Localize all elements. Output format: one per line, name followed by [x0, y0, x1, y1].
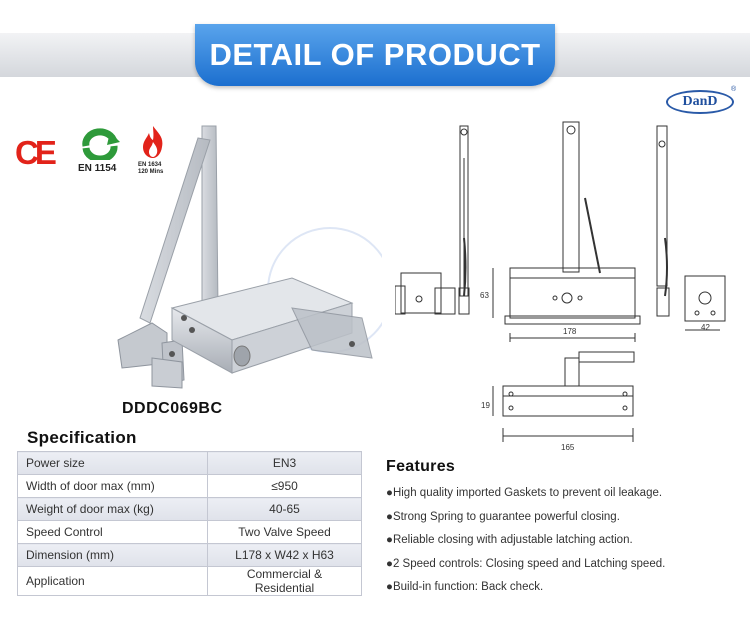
spec-label: Application: [17, 566, 208, 596]
dimension-top-width: 165: [561, 443, 575, 452]
dimension-top-depth: 19: [481, 401, 490, 410]
table-row: Weight of door max (kg) 40-65: [17, 497, 362, 521]
spec-value: Commercial & Residential: [207, 566, 362, 596]
en1634-line1: EN 1634: [138, 162, 162, 168]
en1634-label: EN 1634 120 Mins: [138, 162, 163, 176]
table-row: Application Commercial & Residential: [17, 566, 362, 596]
specification-table: Power size EN3 Width of door max (mm) ≤9…: [17, 451, 362, 596]
list-item: ●High quality imported Gaskets to preven…: [386, 487, 663, 499]
table-row: Dimension (mm) L178 x W42 x H63: [17, 543, 362, 567]
dimension-depth: 42: [701, 323, 710, 332]
en1634-line2: 120 Mins: [138, 169, 164, 175]
list-item: ●Reliable closing with adjustable latchi…: [386, 534, 633, 546]
spec-value: EN3: [207, 451, 362, 475]
technical-drawing: 63 178 42 19 165: [395, 121, 726, 452]
door-closer-product-image: [117, 125, 382, 389]
en1154-recycle-icon: [82, 128, 120, 160]
product-model: DDDC069BC: [122, 400, 223, 417]
brand-logo: DanD: [666, 90, 734, 114]
list-item: ●2 Speed controls: Closing speed and Lat…: [386, 557, 666, 570]
dimension-width: 178: [563, 327, 577, 336]
page-title: DETAIL OF PRODUCT: [209, 37, 541, 72]
brand-registered-mark: ®: [731, 86, 737, 93]
ce-mark-icon: CE: [15, 134, 57, 171]
spec-value: Two Valve Speed: [207, 520, 362, 544]
spec-label: Dimension (mm): [17, 543, 208, 567]
specification-title: Specification: [27, 428, 137, 447]
fire-icon: [143, 126, 163, 158]
en1154-label: EN 1154: [78, 163, 117, 174]
brand-logo-text: DanD: [682, 94, 718, 109]
spec-label: Power size: [17, 451, 208, 475]
list-item: ●Strong Spring to guarantee powerful clo…: [386, 510, 620, 523]
table-row: Speed Control Two Valve Speed: [17, 520, 362, 544]
dimension-height: 63: [480, 291, 489, 300]
table-row: Power size EN3: [17, 451, 362, 475]
spec-label: Width of door max (mm): [17, 474, 208, 498]
spec-label: Speed Control: [17, 520, 208, 544]
list-item: ●Build-in function: Back check.: [386, 581, 544, 593]
spec-value: 40-65: [207, 497, 362, 521]
features-list: ●High quality imported Gaskets to preven…: [386, 487, 665, 605]
spec-value: L178 x W42 x H63: [207, 543, 362, 567]
features-title: Features: [386, 458, 456, 475]
header-banner: DETAIL OF PRODUCT: [195, 24, 555, 86]
spec-label: Weight of door max (kg): [17, 497, 208, 521]
table-row: Width of door max (mm) ≤950: [17, 474, 362, 498]
spec-value: ≤950: [207, 474, 362, 498]
